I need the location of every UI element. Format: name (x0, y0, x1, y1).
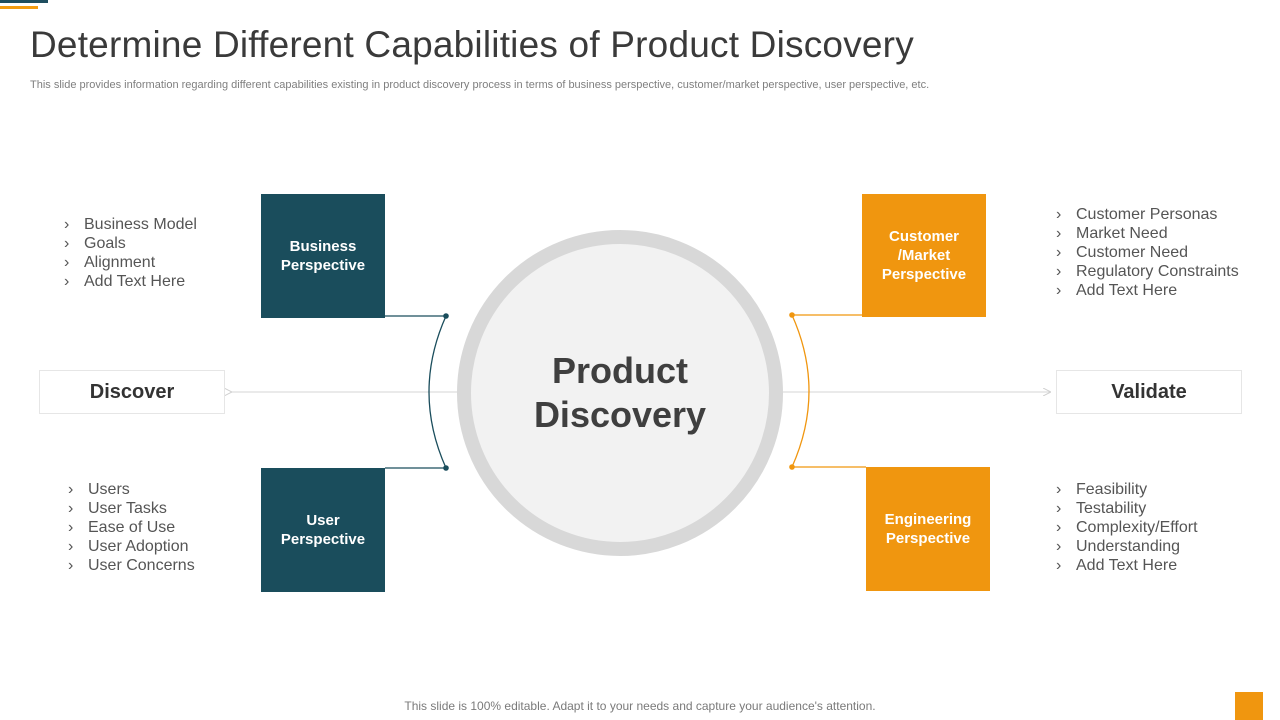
discover-label-box: Discover (39, 370, 225, 414)
chevron-right-icon: › (1056, 538, 1062, 555)
discover-label: Discover (89, 380, 175, 403)
chevron-right-icon: › (1056, 263, 1062, 280)
chevron-right-icon: › (68, 481, 74, 498)
top-accent-bar-orange (0, 6, 38, 9)
list-item: › Complexity/Effort (1056, 518, 1198, 537)
list-item-text: Add Text Here (1076, 557, 1178, 574)
list-item: › Add Text Here (64, 272, 197, 291)
slide-subtitle: This slide provides information regardin… (30, 79, 930, 91)
list-item: › Customer Personas (1056, 205, 1239, 224)
chevron-right-icon: › (1056, 481, 1062, 498)
list-item-text: Feasibility (1076, 481, 1148, 498)
list-item: › Business Model (64, 215, 197, 234)
list-item: › Add Text Here (1056, 556, 1198, 575)
business-connector-dot (443, 313, 449, 319)
chevron-right-icon: › (1056, 519, 1062, 536)
list-item-text: Users (88, 481, 130, 498)
engineering-perspective-label: Engineering Perspective (884, 511, 972, 547)
business-perspective-box: Business Perspective (261, 194, 385, 318)
list-item: › Understanding (1056, 537, 1198, 556)
chevron-right-icon: › (1056, 500, 1062, 517)
chevron-right-icon: › (1056, 557, 1062, 574)
list-item-text: Add Text Here (84, 273, 186, 290)
list-item-text: Customer Personas (1076, 206, 1218, 223)
right-arc (791, 314, 810, 468)
customer-connector-dot (789, 312, 795, 318)
list-item-text: Goals (84, 235, 126, 252)
chevron-right-icon: › (1056, 244, 1062, 261)
chevron-right-icon: › (64, 273, 70, 290)
list-item-text: Complexity/Effort (1076, 519, 1198, 536)
list-item-text: User Tasks (88, 500, 167, 517)
top-accent-bar-dark (0, 0, 48, 3)
user-connector-dot (443, 465, 449, 471)
list-item: › Regulatory Constraints (1056, 262, 1239, 281)
customer-market-perspective-list: › Customer Personas › Market Need › Custome… (1056, 205, 1239, 300)
list-item: › Add Text Here (1056, 281, 1239, 300)
list-item: › User Concerns (68, 556, 195, 575)
list-item: › Alignment (64, 253, 197, 272)
slide-title: Determine Different Capabilities of Prod… (30, 24, 914, 65)
list-item: › User Tasks (68, 499, 195, 518)
list-item-text: Business Model (84, 216, 197, 233)
list-item: › User Adoption (68, 537, 195, 556)
list-item: › Testability (1056, 499, 1198, 518)
customer-market-perspective-box: Customer /Market Perspective (862, 194, 986, 317)
engineering-connector-dot (789, 464, 795, 470)
chevron-right-icon: › (68, 519, 74, 536)
business-perspective-label: Business Perspective (280, 238, 366, 274)
list-item: › Users (68, 480, 195, 499)
chevron-right-icon: › (68, 538, 74, 555)
chevron-right-icon: › (64, 216, 70, 233)
left-arc (428, 315, 447, 469)
product-discovery-label: Product Discovery (533, 350, 707, 435)
footer-note: This slide is 100% editable. Adapt it to… (404, 699, 876, 713)
list-item: › Goals (64, 234, 197, 253)
chevron-right-icon: › (64, 235, 70, 252)
business-perspective-list: › Business Model › Goals › Alignment › Add T… (64, 215, 197, 291)
list-item: › Feasibility (1056, 480, 1198, 499)
list-item-text: User Adoption (88, 538, 189, 555)
chevron-right-icon: › (68, 557, 74, 574)
list-item-text: Understanding (1076, 538, 1181, 555)
list-item: › Customer Need (1056, 243, 1239, 262)
chevron-right-icon: › (1056, 225, 1062, 242)
engineering-perspective-list: › Feasibility › Testability › Complexity/Ef… (1056, 480, 1198, 575)
user-perspective-label: User Perspective (280, 512, 366, 548)
corner-accent-square (1235, 692, 1263, 720)
chevron-right-icon: › (68, 500, 74, 517)
list-item-text: Customer Need (1076, 244, 1189, 261)
user-perspective-list: › Users › User Tasks › Ease of Use › User Ad… (68, 480, 195, 575)
list-item-text: Ease of Use (88, 519, 176, 536)
product-discovery-circle: Product Discovery (457, 230, 783, 556)
chevron-right-icon: › (1056, 282, 1062, 299)
validate-label-box: Validate (1056, 370, 1242, 414)
list-item-text: Add Text Here (1076, 282, 1178, 299)
chevron-right-icon: › (64, 254, 70, 271)
customer-market-perspective-label: Customer /Market Perspective (881, 228, 967, 283)
engineering-perspective-box: Engineering Perspective (866, 467, 990, 591)
user-perspective-box: User Perspective (261, 468, 385, 592)
list-item-text: Alignment (84, 254, 156, 271)
list-item-text: Regulatory Constraints (1076, 263, 1239, 280)
list-item-text: Market Need (1076, 225, 1168, 242)
list-item-text: User Concerns (88, 557, 195, 574)
list-item: › Market Need (1056, 224, 1239, 243)
chevron-right-icon: › (1056, 206, 1062, 223)
validate-label: Validate (1111, 380, 1187, 403)
list-item-text: Testability (1076, 500, 1147, 517)
list-item: › Ease of Use (68, 518, 195, 537)
